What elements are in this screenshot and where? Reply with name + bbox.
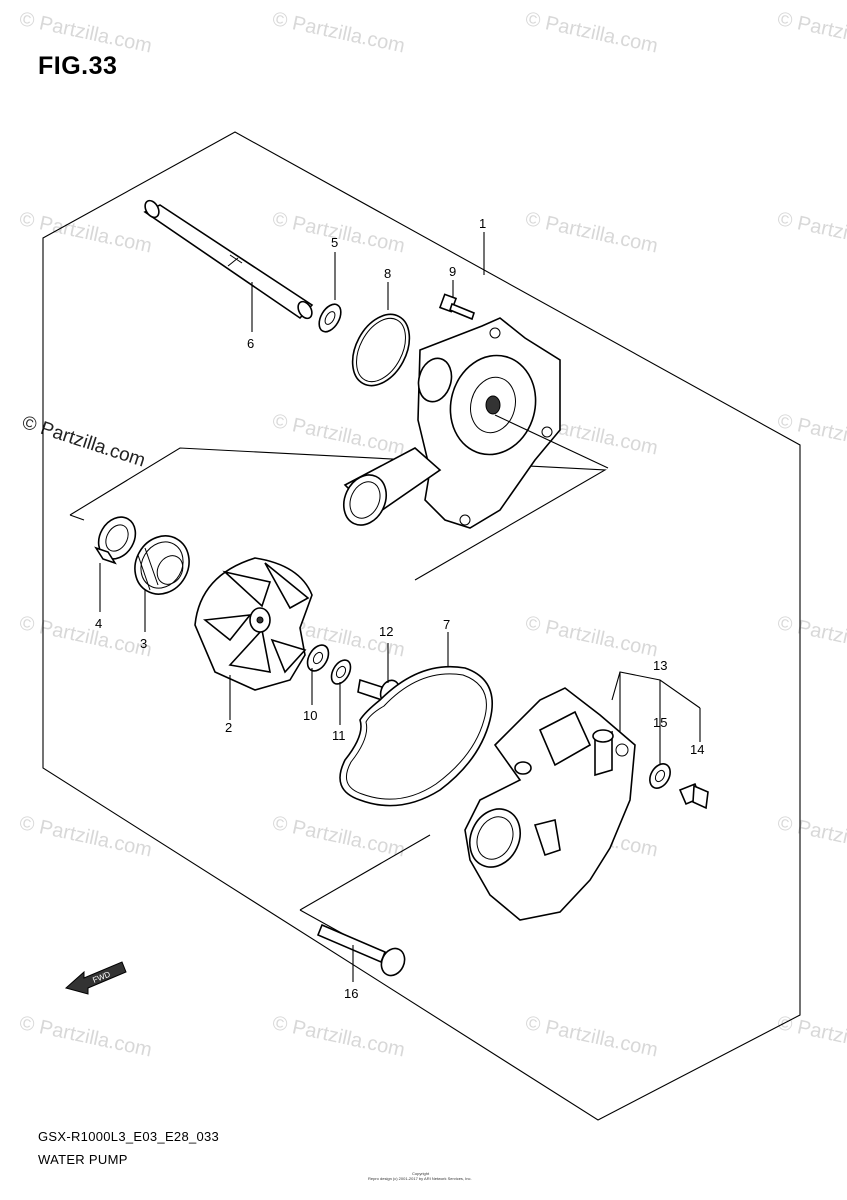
o-ring-part[interactable] (339, 665, 494, 807)
callout-9: 9 (449, 264, 456, 279)
washer-part[interactable] (646, 760, 675, 792)
callout-12: 12 (379, 624, 393, 639)
o-ring-part[interactable] (341, 305, 421, 396)
model-code: GSX-R1000L3_E03_E28_033 (38, 1129, 220, 1144)
callout-4: 4 (95, 616, 102, 631)
pump-cover-part[interactable] (461, 687, 636, 921)
copyright-notice: Repro design (c) 2001-2017 by ARI Networ… (368, 1176, 472, 1181)
washer-part[interactable] (303, 641, 333, 674)
oil-seal-part[interactable] (91, 510, 142, 565)
bolt-part[interactable] (678, 782, 709, 810)
callout-16: 16 (344, 986, 358, 1001)
washer-part[interactable] (328, 657, 355, 688)
callout-bracket (611, 671, 701, 709)
subgroup-bracket (299, 834, 431, 911)
callout-2: 2 (225, 720, 232, 735)
shaft-part[interactable] (142, 198, 314, 321)
callout-13: 13 (653, 658, 667, 673)
section-title: WATER PUMP (38, 1152, 128, 1167)
callout-7: 7 (443, 617, 450, 632)
washer-part[interactable] (315, 301, 346, 336)
callout-1: 1 (479, 216, 486, 231)
figure-label: FIG.33 (38, 52, 118, 80)
forward-arrow-icon: FWD (64, 961, 127, 995)
callout-8: 8 (384, 266, 391, 281)
bolt-part[interactable] (438, 293, 475, 321)
mechanical-seal-part[interactable] (124, 526, 199, 604)
pump-body-part[interactable] (336, 317, 561, 532)
callout-3: 3 (140, 636, 147, 651)
callout-5: 5 (331, 235, 338, 250)
callout-11: 11 (332, 728, 346, 743)
long-bolt-part[interactable] (316, 923, 409, 979)
callout-10: 10 (303, 708, 317, 723)
callout-15: 15 (653, 715, 667, 730)
callout-6: 6 (247, 336, 254, 351)
assembly-boundary (42, 131, 801, 1121)
callout-14: 14 (690, 742, 704, 757)
impeller-part[interactable] (194, 557, 313, 691)
copyright-heading: Copyright (412, 1171, 430, 1176)
